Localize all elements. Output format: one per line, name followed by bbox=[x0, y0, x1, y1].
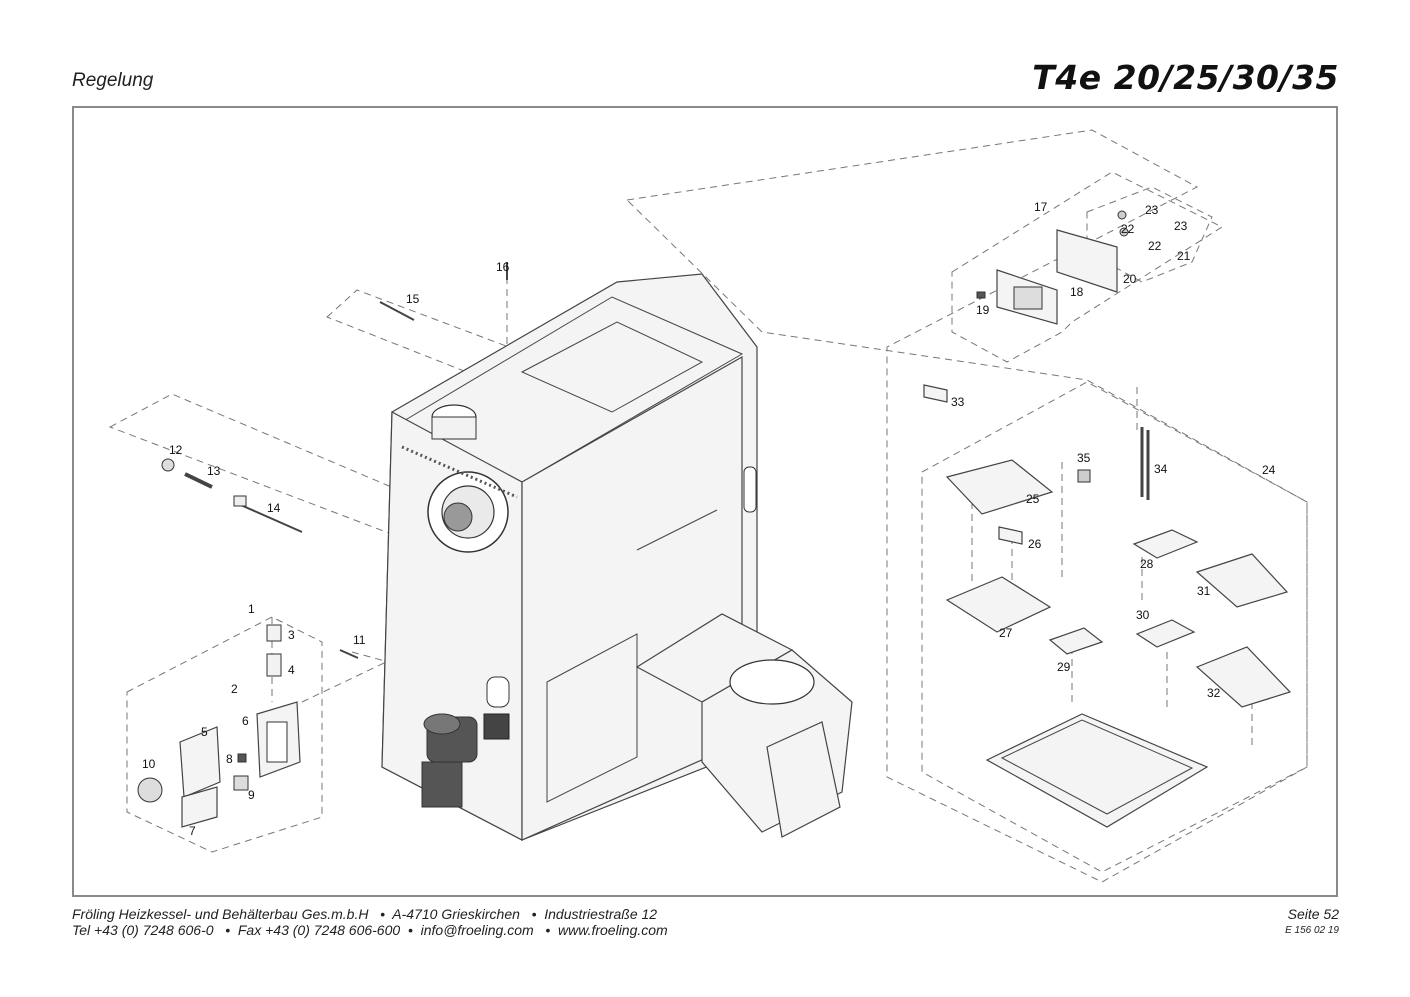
callout-22b: 22 bbox=[1148, 239, 1162, 253]
callout-15: 15 bbox=[406, 292, 420, 306]
callout-28: 28 bbox=[1140, 557, 1154, 571]
callout-27: 27 bbox=[999, 626, 1013, 640]
callout-20: 20 bbox=[1123, 272, 1137, 286]
section-title: Regelung bbox=[72, 70, 154, 91]
page-number: Seite 52 bbox=[1287, 906, 1339, 922]
callout-13: 13 bbox=[207, 464, 221, 478]
exploded-parts-diagram: 1 2 3 4 5 6 7 8 9 10 11 12 13 14 15 16 1… bbox=[108, 129, 1308, 883]
callout-31: 31 bbox=[1197, 584, 1211, 598]
callout-30: 30 bbox=[1136, 608, 1150, 622]
callout-35: 35 bbox=[1077, 451, 1091, 465]
model-title: T4e 20/25/30/35 bbox=[1032, 58, 1339, 97]
callout-8: 8 bbox=[226, 752, 233, 766]
exploded-diagram-frame: 1 2 3 4 5 6 7 8 9 10 11 12 13 14 15 16 1… bbox=[72, 106, 1338, 897]
callout-5: 5 bbox=[201, 725, 208, 739]
callout-18: 18 bbox=[1070, 285, 1084, 299]
callout-33: 33 bbox=[951, 395, 965, 409]
callout-10: 10 bbox=[142, 757, 156, 771]
callout-14: 14 bbox=[267, 501, 281, 515]
callout-12: 12 bbox=[169, 443, 183, 457]
callout-24: 24 bbox=[1262, 463, 1276, 477]
control-parts bbox=[923, 210, 1292, 828]
callout-19: 19 bbox=[976, 303, 990, 317]
callout-7: 7 bbox=[189, 824, 196, 838]
callout-23b: 23 bbox=[1174, 219, 1188, 233]
left-parts bbox=[137, 262, 508, 828]
footer-company-address: Fröling Heizkessel- und Behälterbau Ges.… bbox=[72, 906, 658, 922]
callout-11: 11 bbox=[353, 633, 366, 647]
callout-2: 2 bbox=[231, 682, 238, 696]
callout-4: 4 bbox=[288, 663, 295, 677]
callout-25: 25 bbox=[1026, 492, 1040, 506]
callout-1: 1 bbox=[248, 602, 255, 616]
callout-9: 9 bbox=[248, 788, 255, 802]
boiler-body bbox=[381, 273, 758, 841]
callout-32: 32 bbox=[1207, 686, 1221, 700]
callout-17: 17 bbox=[1034, 200, 1048, 214]
callout-29: 29 bbox=[1057, 660, 1071, 674]
footer-contact: Tel +43 (0) 7248 606-0 • Fax +43 (0) 724… bbox=[72, 922, 668, 938]
callout-21: 21 bbox=[1177, 249, 1191, 263]
callout-16: 16 bbox=[496, 260, 510, 274]
callout-23a: 23 bbox=[1145, 203, 1159, 217]
callout-22a: 22 bbox=[1121, 222, 1135, 236]
document-code: E 156 02 19 bbox=[1285, 925, 1339, 936]
callout-3: 3 bbox=[288, 628, 295, 642]
callout-6: 6 bbox=[242, 714, 249, 728]
callout-26: 26 bbox=[1028, 537, 1042, 551]
callout-labels: 1 2 3 4 5 6 7 8 9 10 11 12 13 14 15 16 1… bbox=[142, 200, 1276, 838]
callout-34: 34 bbox=[1154, 462, 1168, 476]
feed-unit bbox=[635, 613, 853, 838]
